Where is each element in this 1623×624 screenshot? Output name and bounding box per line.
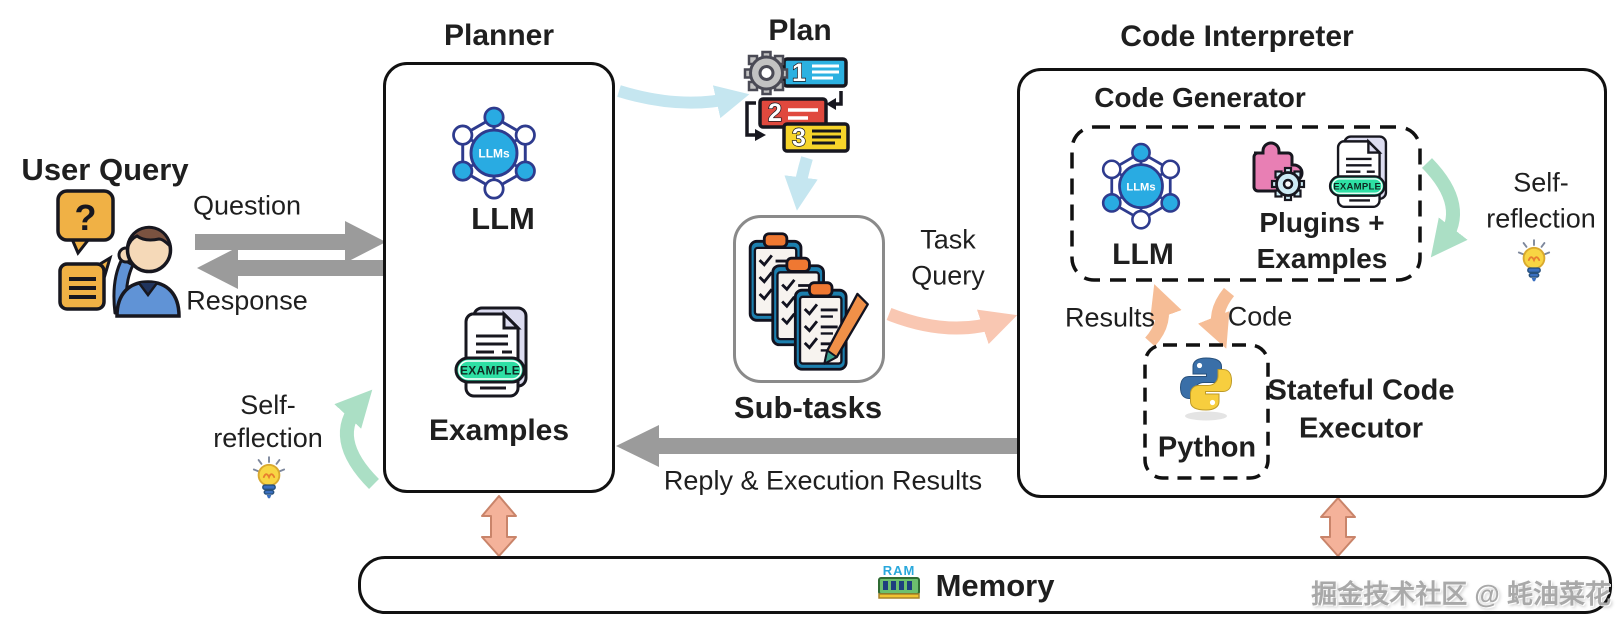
plugins-line1: Plugins +: [1259, 207, 1385, 239]
llms-badge: LLMs: [1126, 181, 1155, 193]
reply-results-label: Reply & Execution Results: [663, 465, 983, 496]
planner-to-plan-arrow: [617, 85, 750, 119]
example-badge: EXAMPLE: [460, 364, 520, 378]
task-query-line1: Task: [920, 224, 976, 255]
task-query-arrow: [886, 307, 1018, 345]
planner-box: [383, 62, 615, 493]
self-reflection-line1: Self-: [1513, 167, 1569, 198]
self-reflection-line1: Self-: [240, 390, 296, 421]
plan-step-3: 3: [792, 124, 806, 152]
watermark: 掘金技术社区 @ 蚝油菜花: [1311, 579, 1611, 609]
planner-memory-arrow: [481, 495, 517, 557]
task-query-line2: Query: [911, 261, 985, 291]
gear-icon: [743, 50, 789, 96]
plugins-line2: Examples: [1256, 243, 1388, 274]
python-box: [1143, 343, 1270, 480]
python-logo-icon: [1179, 357, 1233, 421]
memory-box: [358, 556, 1612, 614]
step-connector-down: [835, 91, 843, 106]
results-label: Results: [1064, 302, 1156, 333]
lightbulb-left-icon: [252, 456, 286, 499]
llms-badge: LLMs: [478, 147, 510, 161]
self-reflection-line2: reflection: [213, 423, 323, 453]
plan-step-2: 2: [768, 99, 782, 127]
code-interpreter-title: Code Interpreter: [1120, 20, 1354, 53]
user-query-title: User Query: [21, 152, 189, 187]
self-reflection-right-arrow: [1421, 158, 1468, 258]
plan-title: Plan: [768, 14, 832, 47]
planner-examples-label: Examples: [428, 414, 570, 447]
plan-step-1: 1: [792, 59, 806, 87]
code-generator-box: [1070, 125, 1422, 282]
executor-line1: Stateful Code: [1267, 374, 1455, 407]
plugins-examples-label: Plugins + Examples: [1257, 205, 1388, 277]
plan-to-subtasks-arrow: [784, 156, 818, 211]
code-label: Code: [1227, 301, 1293, 332]
examples-doc-icon: EXAMPLE: [454, 306, 528, 398]
lightbulb-right-icon: [1517, 239, 1551, 282]
task-query-label: Task Query: [911, 222, 985, 295]
ram-icon: RAM: [878, 563, 920, 599]
results-arrow: [1144, 284, 1182, 347]
plugins-icon: [1252, 141, 1306, 202]
codegen-llm-network-icon: LLMs: [1101, 142, 1181, 230]
subtasks-box: [733, 215, 885, 383]
question-arrow: [195, 221, 386, 263]
self-reflection-left-label: Self- reflection: [213, 389, 323, 455]
code-arrow: [1198, 287, 1235, 349]
planner-llm-label: LLM: [471, 201, 535, 236]
self-reflection-right-label: Self- reflection: [1486, 165, 1596, 238]
user-icon: ?: [56, 189, 181, 318]
codegen-example-doc-icon: EXAMPLE: [1328, 135, 1388, 209]
llm-network-icon: LLMs: [452, 106, 536, 200]
collar: [138, 282, 158, 298]
response-label: Response: [186, 285, 308, 316]
memory-label: Memory: [935, 568, 1055, 603]
subtasks-label: Sub-tasks: [733, 390, 883, 425]
self-reflection-left-arrow: [334, 389, 380, 489]
hair: [126, 225, 172, 250]
planner-title: Planner: [443, 19, 555, 52]
codegen-llm-label: LLM: [1112, 238, 1174, 271]
executor-line2: Executor: [1298, 412, 1424, 444]
step-connector-left: [745, 101, 756, 137]
code-interpreter-memory-arrow: [1320, 497, 1356, 557]
question-mark: ?: [75, 197, 97, 238]
code-generator-title: Code Generator: [1094, 82, 1306, 113]
python-label: Python: [1157, 431, 1257, 464]
question-label: Question: [192, 190, 302, 221]
self-reflection-line2: reflection: [1486, 204, 1596, 234]
list-lines: [69, 277, 96, 299]
response-arrow: [197, 247, 386, 289]
code-interpreter-box: [1017, 68, 1607, 498]
plan-icon: 1 2 3: [743, 50, 850, 153]
ram-label: RAM: [883, 563, 916, 578]
example-badge: EXAMPLE: [1333, 182, 1381, 193]
stateful-executor-label: Stateful Code Executor: [1268, 372, 1455, 447]
body: [115, 280, 181, 318]
reply-arrow: [616, 425, 1018, 467]
gear-icon: [1270, 166, 1306, 202]
subtasks-icon: [748, 232, 869, 371]
question-bubble: [56, 189, 115, 242]
